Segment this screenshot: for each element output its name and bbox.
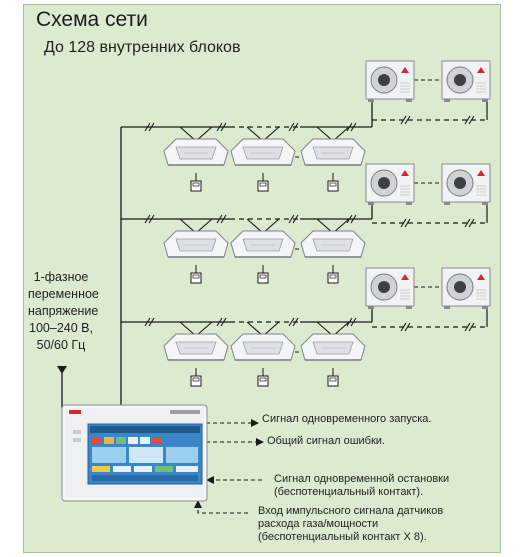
indoor-unit-3 <box>300 138 366 166</box>
outdoor-unit-4 <box>441 163 491 205</box>
indoor-unit-8 <box>230 333 296 361</box>
input-pulse-label-1: Вход импульсного сигнала датчиков <box>258 505 444 517</box>
central-controller <box>61 404 208 502</box>
indoor-unit-6 <box>300 230 366 258</box>
indoor-unit-5 <box>230 230 296 258</box>
indoor-unit-4 <box>163 230 229 258</box>
input-pulse-label-2: расхода газа/мощности <box>258 518 379 530</box>
brand-logo-icon <box>69 410 81 414</box>
remote-controller-7 <box>190 368 202 387</box>
indoor-unit-2 <box>230 138 296 166</box>
input-pulse-arrow <box>194 500 248 514</box>
brand-logo-icon <box>401 67 409 73</box>
brand-logo-icon <box>401 170 409 176</box>
power-supply-label: 1-фазное переменное напряжение 100–240 В… <box>28 270 99 352</box>
input-stop-label-1: Сигнал одновременной остановки <box>274 473 450 485</box>
indoor-unit-1 <box>163 138 229 166</box>
output-signal-start-label: Сигнал одновременного запуска. <box>262 413 432 425</box>
remote-controller-9 <box>327 368 339 387</box>
remote-controller-6 <box>327 265 339 284</box>
remote-controller-5 <box>257 265 269 284</box>
input-pulse-label-3: (беспотенциальный контакт X 8). <box>258 531 427 543</box>
outdoor-unit-6 <box>441 267 491 309</box>
brand-logo-icon <box>477 274 485 280</box>
refrigerant-line-row-2 <box>121 182 488 250</box>
diagram-title: Схема сети <box>36 8 148 31</box>
outdoor-unit-3 <box>365 163 415 205</box>
indoor-unit-9 <box>300 333 366 361</box>
outdoor-unit-2 <box>441 60 491 102</box>
power-feed-arrow <box>57 366 67 374</box>
output-signal-error-label: Общий сигнал ошибки. <box>267 435 385 447</box>
outdoor-unit-5 <box>365 267 415 309</box>
brand-logo-icon <box>401 274 409 280</box>
diagram-subtitle: До 128 внутренних блоков <box>44 39 241 56</box>
remote-controller-1 <box>190 173 202 192</box>
remote-controller-8 <box>257 368 269 387</box>
indoor-unit-7 <box>163 333 229 361</box>
outdoor-unit-1 <box>365 60 415 102</box>
remote-controller-4 <box>190 265 202 284</box>
remote-controller-2 <box>257 173 269 192</box>
brand-logo-icon <box>477 67 485 73</box>
remote-controller-3 <box>327 173 339 192</box>
brand-logo-icon <box>477 170 485 176</box>
input-stop-label-2: (беспотенциальный контакт). <box>274 486 424 498</box>
